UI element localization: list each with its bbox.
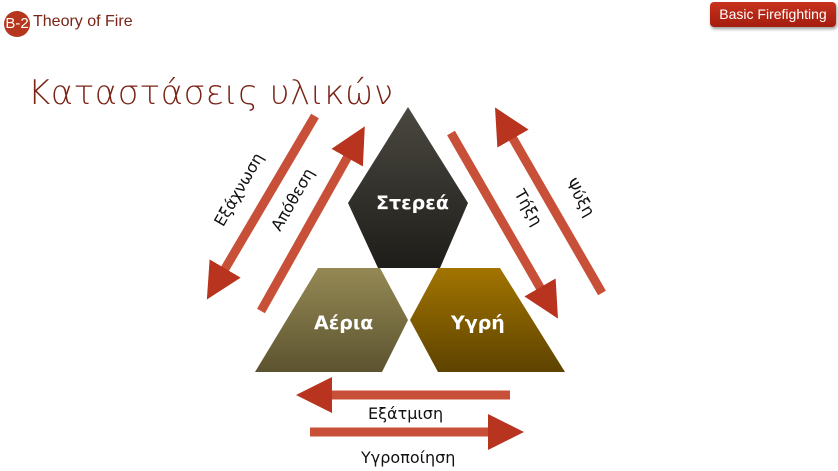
- deposition-arrow: [257, 126, 365, 314]
- slide-title: Καταστάσεις υλικών: [28, 73, 394, 113]
- liquid-shape: [410, 268, 565, 372]
- label-condensation: Υγροποίηση: [361, 448, 456, 467]
- section-badge: B-2: [4, 11, 30, 37]
- state-liquid: Υγρή: [451, 312, 505, 334]
- solid-shape: [348, 107, 468, 268]
- freezing-arrow: [495, 107, 606, 296]
- gas-shape: [255, 268, 408, 372]
- section-title: Theory of Fire: [33, 13, 133, 30]
- state-gas: Αέρια: [314, 312, 374, 334]
- course-tag: Basic Firefighting: [710, 2, 836, 27]
- state-solid: Στερεά: [376, 192, 449, 214]
- melting-arrow: [447, 130, 558, 319]
- sublimation-arrow: [206, 113, 319, 300]
- label-evaporation: Εξάτμιση: [368, 404, 444, 423]
